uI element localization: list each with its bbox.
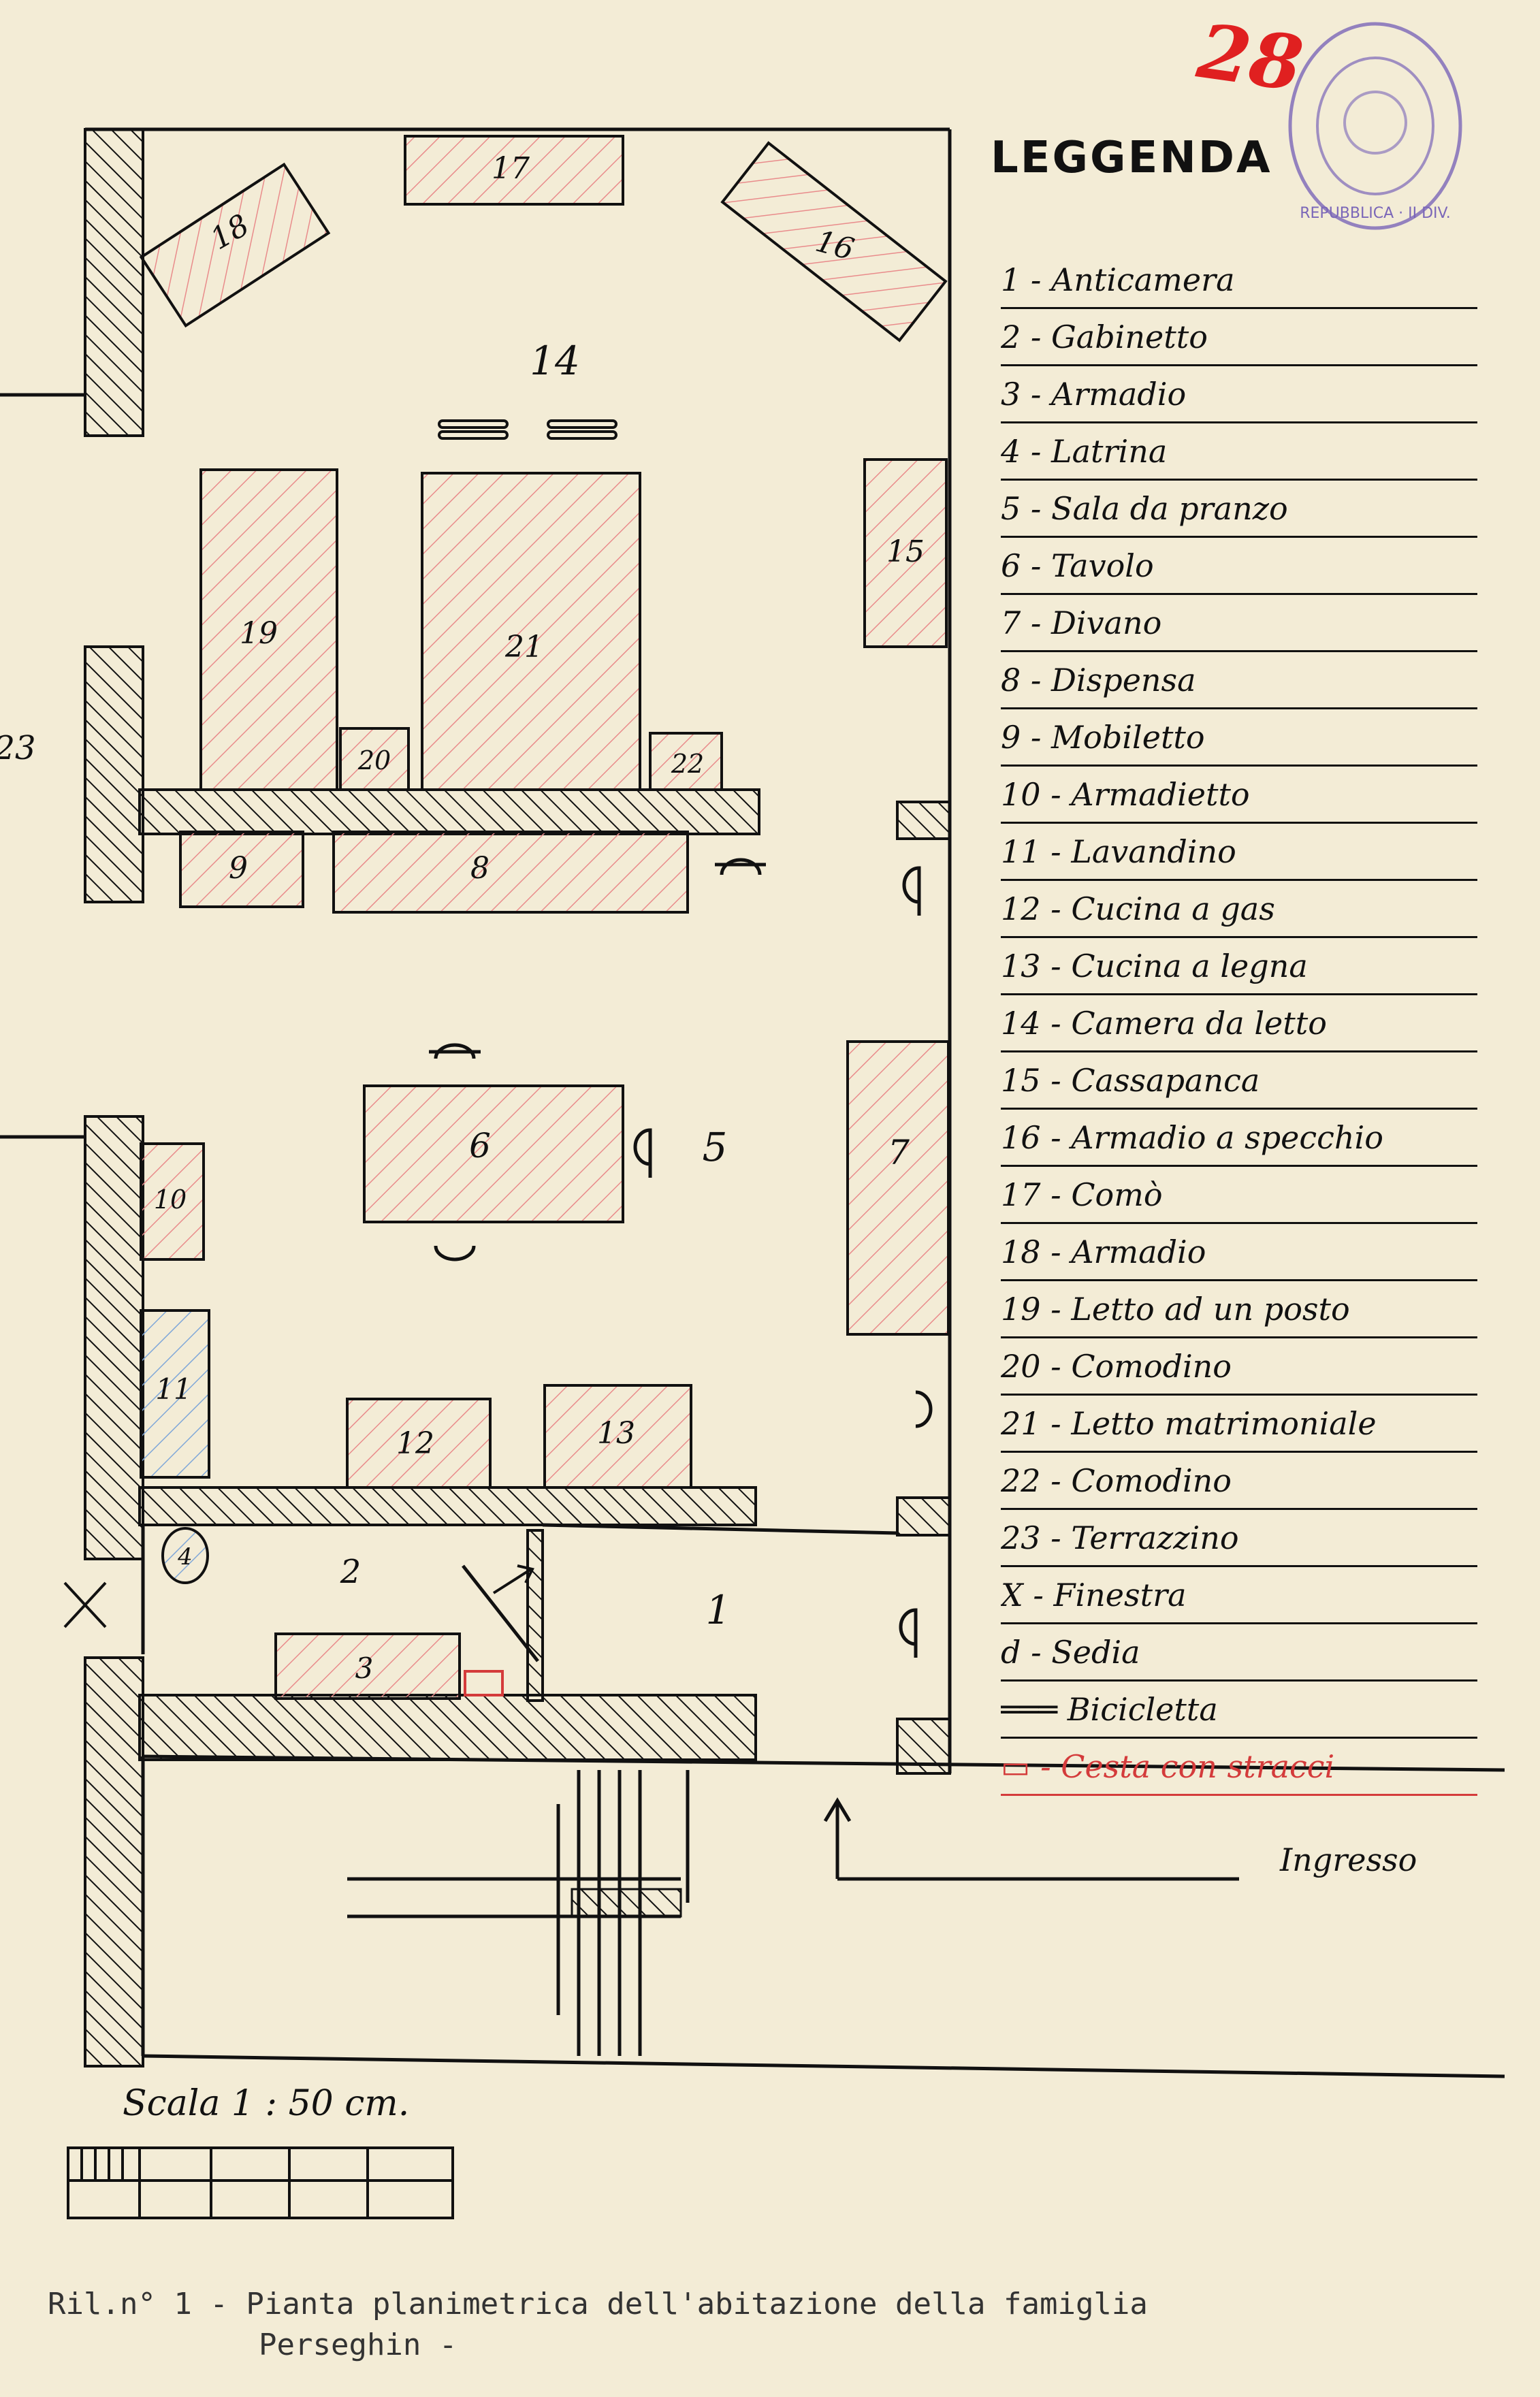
legend-item: 5 - Sala da pranzo (1001, 481, 1477, 538)
comò-shape (404, 135, 624, 206)
legend-item: 21 - Letto matrimoniale (1001, 1396, 1477, 1453)
legend-item: 4 - Latrina (1001, 423, 1477, 481)
label-22: 22 (671, 749, 704, 779)
label-10: 10 (154, 1185, 187, 1214)
armadio-specchio-shape (720, 141, 948, 342)
label-11: 11 (155, 1372, 191, 1406)
official-seal: REPUBBLICA · II DIV. (1288, 22, 1462, 230)
legend-item: 20 - Comodino (1001, 1338, 1477, 1396)
legend-item: 15 - Cassapanca (1001, 1052, 1477, 1110)
label-19: 19 (240, 616, 278, 651)
label-3: 3 (355, 1652, 374, 1685)
legend-item: 3 - Armadio (1001, 366, 1477, 423)
label-15: 15 (886, 534, 925, 569)
armadio-3-shape (274, 1632, 461, 1700)
stair-landing (571, 1888, 682, 1918)
partitions (141, 1523, 898, 2056)
entrance-label: Ingresso (1280, 1841, 1417, 1878)
letto-matrimoniale-shape (421, 472, 641, 791)
legend-item: 1 - Anticamera (1001, 252, 1477, 309)
legend-item: 16 - Armadio a specchio (1001, 1110, 1477, 1167)
cassapanca-shape (863, 458, 948, 648)
divano-shape (846, 1040, 950, 1336)
lavandino-shape (140, 1309, 210, 1479)
armadio-shape (139, 162, 331, 328)
label-13: 13 (597, 1416, 635, 1451)
legend-item: 23 - Terrazzino (1001, 1510, 1477, 1567)
cucina-legna-shape (543, 1384, 692, 1489)
comodino-22-shape (649, 732, 723, 791)
room-2: 2 (340, 1553, 362, 1591)
cucina-gas-shape (346, 1398, 492, 1489)
hatched-walls (84, 128, 951, 2068)
entrance-arrow (823, 1797, 1239, 1881)
legend-item: d - Sedia (1001, 1624, 1477, 1682)
window-icon (63, 1581, 107, 1628)
room-1: 1 (706, 1587, 731, 1633)
seal-text: REPUBBLICA · II DIV. (1300, 205, 1450, 222)
tavolo-shape (363, 1084, 624, 1223)
legend-item: X - Finestra (1001, 1567, 1477, 1624)
legend-item: 10 - Armadietto (1001, 767, 1477, 824)
label-8: 8 (470, 851, 490, 886)
legend-item: 9 - Mobiletto (1001, 709, 1477, 767)
mobiletto-shape (179, 831, 304, 908)
legend-item: 14 - Camera da letto (1001, 995, 1477, 1052)
label-20: 20 (357, 745, 391, 775)
legend-item: 17 - Comò (1001, 1167, 1477, 1224)
legend-item: ═══ Bicicletta (1001, 1682, 1477, 1739)
legend-item: 2 - Gabinetto (1001, 309, 1477, 366)
label-17: 17 (492, 151, 530, 186)
caption-line-1: Ril.n° 1 - Pianta planimetrica dell'abit… (48, 2287, 1148, 2321)
legend-item: 22 - Comodino (1001, 1453, 1477, 1510)
door-swing-icon (492, 1564, 534, 1594)
label-21: 21 (504, 630, 543, 664)
armadietto-shape (140, 1142, 205, 1261)
latrina-shape (161, 1527, 209, 1584)
legend-item: ▭ - Cesta con stracci (1001, 1739, 1477, 1796)
label-7: 7 (888, 1133, 910, 1172)
legend-item: 12 - Cucina a gas (1001, 881, 1477, 938)
scale-bar (67, 2146, 454, 2219)
cesta-stracci-shape (464, 1670, 504, 1696)
letto-singolo-shape (199, 468, 338, 791)
legend-item: 18 - Armadio (1001, 1224, 1477, 1281)
legend-item: 19 - Letto ad un posto (1001, 1281, 1477, 1338)
document-caption: Ril.n° 1 - Pianta planimetrica dell'abit… (48, 2284, 1148, 2366)
scale-label: Scala 1 : 50 cm. (123, 2083, 410, 2124)
legend-item: 11 - Lavandino (1001, 824, 1477, 881)
bicycle-icons (438, 419, 617, 440)
furniture-shapes (139, 135, 950, 1700)
legend-item: 13 - Cucina a legna (1001, 938, 1477, 995)
caption-line-2: Perseghin - (259, 2328, 458, 2362)
room-numbers: 14 5 1 2 23 (0, 338, 731, 1633)
legend-item: 6 - Tavolo (1001, 538, 1477, 595)
room-5: 5 (703, 1124, 728, 1170)
label-9: 9 (229, 851, 248, 886)
room-23: 23 (0, 729, 36, 767)
legend-title: LEGGENDA (991, 133, 1272, 183)
legend-item: 8 - Dispensa (1001, 652, 1477, 709)
comodino-20-shape (339, 727, 410, 791)
label-6: 6 (469, 1126, 491, 1165)
room-14: 14 (530, 338, 580, 384)
legend-item: 7 - Divano (1001, 595, 1477, 652)
label-12: 12 (396, 1426, 434, 1461)
dispensa-shape (332, 831, 689, 914)
label-4: 4 (177, 1543, 193, 1571)
chair-icons (429, 858, 933, 1658)
